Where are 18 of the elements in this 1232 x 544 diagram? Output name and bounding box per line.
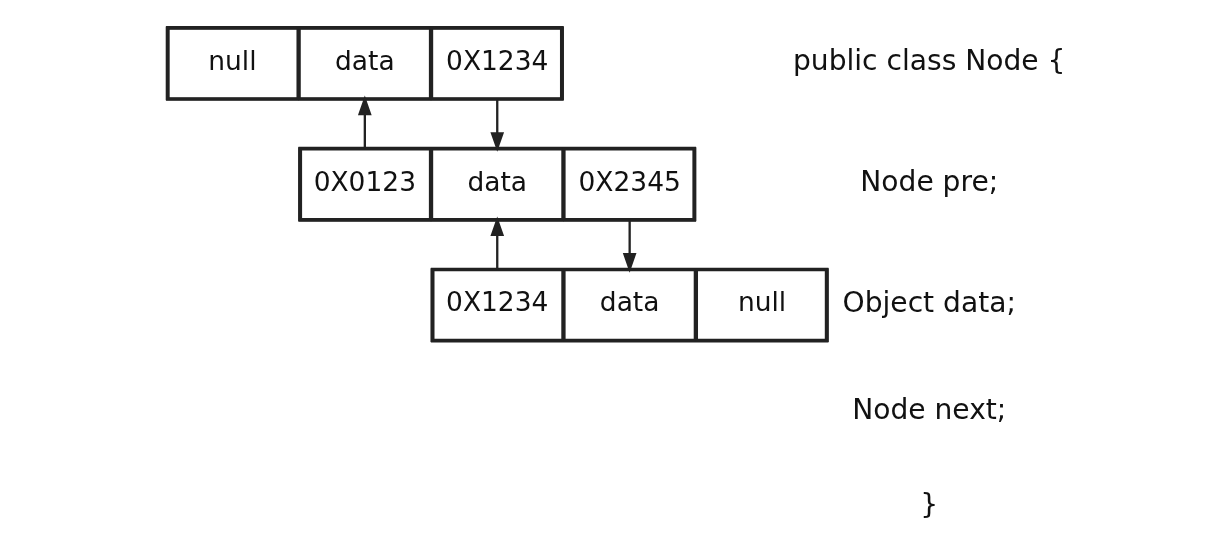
arrow	[490, 99, 505, 152]
label: public class Node {	[792, 44, 1066, 78]
node-box: 0X0123	[298, 147, 432, 222]
node-box: data	[298, 26, 432, 101]
label: Object data;	[842, 285, 1016, 319]
node-box: data	[430, 147, 564, 222]
node-box: data	[562, 268, 697, 342]
node-box: null	[695, 268, 829, 342]
node-box: 0X1234	[430, 26, 564, 101]
node-box: 0X1234	[430, 268, 564, 342]
label: }	[920, 487, 939, 521]
arrow	[490, 216, 505, 270]
node-box: null	[165, 26, 300, 101]
node-box: 0X2345	[562, 147, 697, 222]
arrow	[622, 219, 637, 273]
label: Node next;	[852, 393, 1007, 427]
label: Node pre;	[860, 165, 999, 199]
arrow	[357, 95, 372, 149]
